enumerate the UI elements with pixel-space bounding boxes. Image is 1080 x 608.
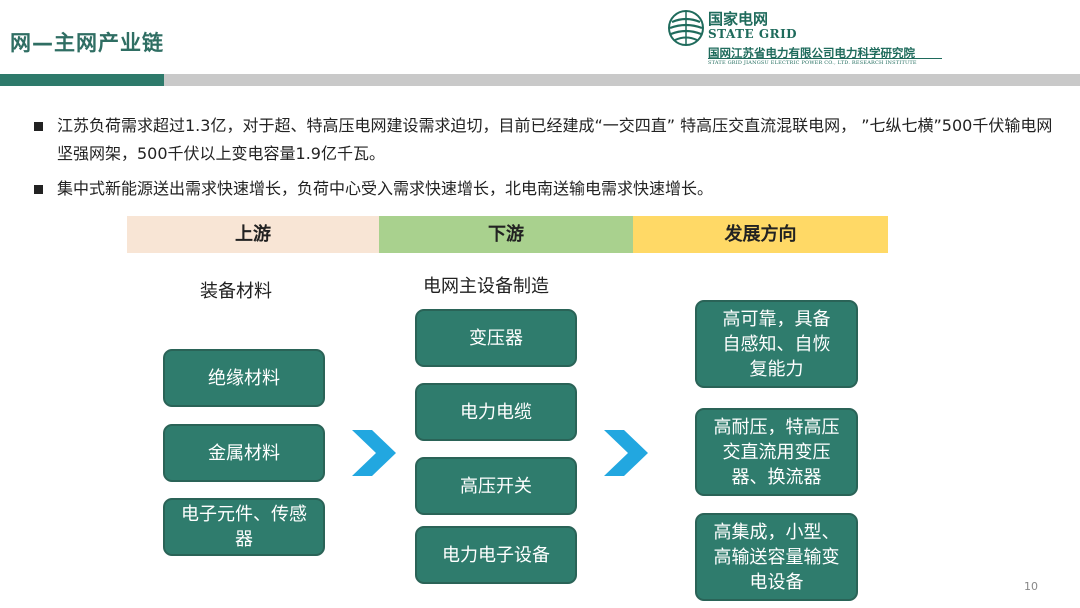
header-divider-bar — [164, 74, 1080, 86]
upstream-item-insulation: 绝缘材料 — [163, 349, 325, 407]
upstream-header: 上游 — [127, 216, 379, 253]
bullet-square-icon — [34, 185, 43, 194]
bullet-item: 江苏负荷需求超过1.3亿，对于超、特高压电网建设需求迫切，目前已经建成“一交四直… — [34, 112, 1054, 168]
direction-header: 发展方向 — [633, 216, 888, 253]
bullet-item: 集中式新能源送出需求快速增长，负荷中心受入需求快速增长，北电南送输电需求快速增长… — [34, 175, 1034, 203]
direction-item-reliability: 高可靠，具备自感知、自恢复能力 — [695, 300, 858, 388]
chevron-right-icon — [352, 430, 396, 476]
page-number: 10 — [1024, 580, 1038, 593]
upstream-subtitle: 装备材料 — [200, 281, 272, 302]
downstream-subtitle: 电网主设备制造 — [423, 276, 549, 297]
downstream-item-cable: 电力电缆 — [415, 383, 577, 441]
header-accent-bar — [0, 74, 164, 86]
downstream-item-switchgear: 高压开关 — [415, 457, 577, 515]
page-title: 网—主网产业链 — [10, 31, 164, 55]
upstream-item-metal: 金属材料 — [163, 424, 325, 482]
logo-chinese-name: 国家电网 — [708, 10, 769, 28]
downstream-item-transformer: 变压器 — [415, 309, 577, 367]
chevron-right-icon — [604, 430, 648, 476]
logo-divider — [708, 58, 942, 59]
upstream-item-electronics: 电子元件、传感器 — [163, 498, 325, 556]
bullet-text: 集中式新能源送出需求快速增长，负荷中心受入需求快速增长，北电南送输电需求快速增长… — [57, 179, 714, 198]
bullet-text: 江苏负荷需求超过1.3亿，对于超、特高压电网建设需求迫切，目前已经建成“一交四直… — [57, 116, 1053, 163]
organization-name: 国网江苏省电力有限公司电力科学研究院 — [708, 46, 915, 60]
organization-name-english: STATE GRID JIANGSU ELECTRIC POWER CO., L… — [708, 60, 917, 66]
downstream-header: 下游 — [379, 216, 633, 253]
bullet-square-icon — [34, 122, 43, 131]
logo-english-name: STATE GRID — [708, 27, 798, 41]
direction-item-high-voltage: 高耐压，特高压交直流用变压器、换流器 — [695, 408, 858, 496]
downstream-item-power-electronics: 电力电子设备 — [415, 526, 577, 584]
state-grid-logo-icon — [668, 10, 704, 46]
direction-item-integration: 高集成，小型、高输送容量输变电设备 — [695, 513, 858, 601]
